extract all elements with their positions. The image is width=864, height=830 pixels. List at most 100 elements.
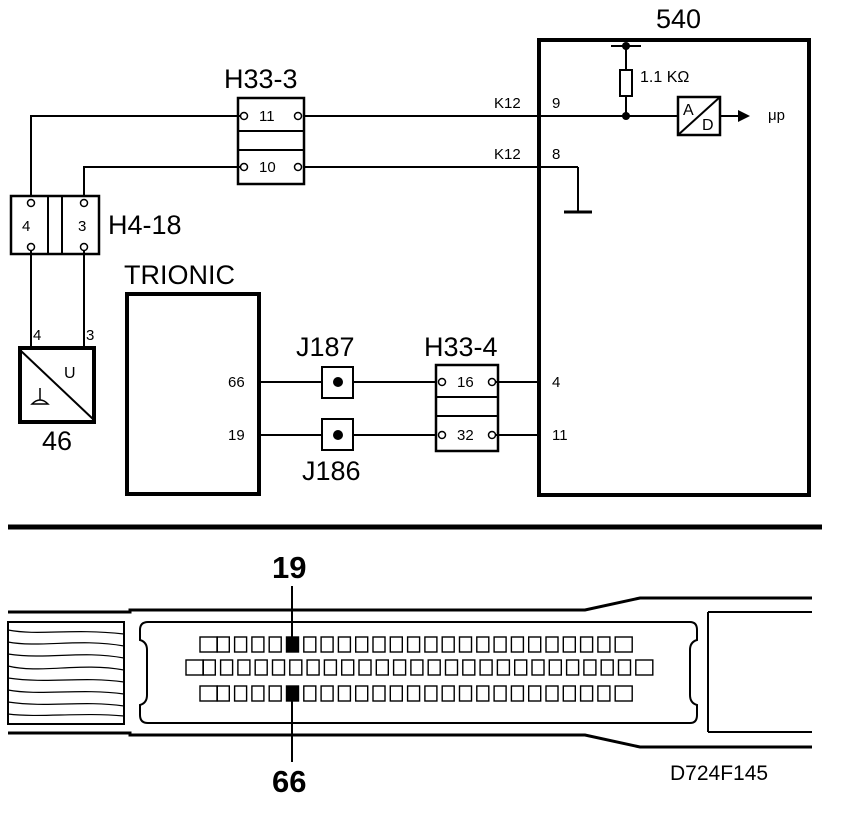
connector-pin <box>614 636 633 653</box>
connector-pin <box>441 636 455 653</box>
trionic-pin-66: 66 <box>228 374 245 391</box>
connector-pin <box>372 636 386 653</box>
connector-pin <box>355 685 369 702</box>
connector-pin <box>458 685 473 702</box>
connector-pin <box>579 636 594 653</box>
connector-pin <box>562 685 576 702</box>
connector-pin <box>493 636 507 653</box>
connector-pin <box>545 636 559 653</box>
connector-pin <box>303 636 317 653</box>
connector-pin <box>565 659 580 676</box>
wire-bundle <box>7 621 125 725</box>
ecu-pin-4-label: 4 <box>552 374 560 391</box>
sensor-46-box <box>18 346 96 424</box>
h33-4-pin-32: 32 <box>457 427 474 444</box>
j186-label: J186 <box>302 456 361 486</box>
ecu-pin-8-label: 8 <box>552 146 560 163</box>
connector-pin <box>375 659 389 676</box>
splice-j187 <box>321 366 354 399</box>
connector-pin <box>358 659 372 676</box>
connector-pin <box>597 636 611 653</box>
connector-pin <box>306 659 320 676</box>
connector-pin <box>271 659 286 676</box>
connector-pin <box>216 636 231 653</box>
h4-18-label: H4-18 <box>108 210 182 240</box>
resistor-value-label: 1.1 KΩ <box>640 69 689 86</box>
pullup-resistor <box>611 42 641 120</box>
connector-pin <box>199 636 218 653</box>
h33-4-pin-16: 16 <box>457 374 474 391</box>
h4-18-pin-4: 4 <box>22 218 30 235</box>
connector-pin <box>410 659 424 676</box>
connector-pin <box>233 636 248 653</box>
connector-pin <box>531 659 545 676</box>
connector-pin <box>476 685 490 702</box>
pin-grid <box>185 636 654 702</box>
connector-pin <box>389 685 403 702</box>
h4-18-connector <box>9 194 101 256</box>
figure-code: D724F145 <box>670 762 768 785</box>
connector-pin <box>635 659 654 676</box>
microprocessor-label: μp <box>768 107 785 124</box>
trionic-pin-19: 19 <box>228 427 245 444</box>
sensor-46-pin-3: 3 <box>86 327 94 344</box>
sensor-46-u-label: U <box>64 365 76 382</box>
h33-4-connector <box>434 363 500 453</box>
connector-pin <box>199 685 218 702</box>
connector-pin <box>427 659 441 676</box>
connector-pin <box>251 636 265 653</box>
highlighted-pin <box>285 685 300 702</box>
connector-pin <box>562 636 576 653</box>
h33-3-pin-10: 10 <box>259 159 276 176</box>
connector-pin <box>320 636 334 653</box>
trionic-label: TRIONIC <box>124 260 235 290</box>
connector-pin <box>337 636 352 653</box>
connector-pin <box>424 636 438 653</box>
connector-pin <box>545 685 559 702</box>
wire-k12-bottom-label: K12 <box>494 146 521 163</box>
connector-pin <box>579 685 594 702</box>
connector-pin <box>493 685 507 702</box>
trionic-box <box>125 292 261 496</box>
connector-pin <box>254 659 268 676</box>
connector-pin <box>441 685 455 702</box>
h33-3-pin-11: 11 <box>259 108 275 125</box>
connector-pin <box>233 685 248 702</box>
connector-pin <box>355 636 369 653</box>
h33-3-connector <box>236 96 306 186</box>
connector-pin <box>510 685 525 702</box>
connector-pin <box>289 659 303 676</box>
connector-pin <box>583 659 597 676</box>
connector-pin <box>597 685 611 702</box>
connector-pin <box>476 636 490 653</box>
connector-pin <box>444 659 459 676</box>
connector-pin <box>617 659 632 676</box>
connector-pin <box>185 659 204 676</box>
connector-pin <box>237 659 251 676</box>
connector-pin <box>406 636 421 653</box>
connector-pin <box>528 636 542 653</box>
connector-pin <box>528 685 542 702</box>
connector-pin <box>600 659 614 676</box>
ecu-connector-view <box>7 596 812 749</box>
temperature-sensor-icon <box>30 388 50 405</box>
connector-pin <box>202 659 217 676</box>
connector-pin <box>424 685 438 702</box>
connector-pin <box>392 659 407 676</box>
ecu-pin-11-label: 11 <box>552 427 568 444</box>
ad-d-label: D <box>702 117 714 134</box>
connector-pin <box>389 636 403 653</box>
h33-4-label: H33-4 <box>424 332 498 362</box>
connector-pin <box>496 659 511 676</box>
ad-converter-icon <box>676 95 722 137</box>
connector-pin <box>479 659 493 676</box>
connector-pin <box>372 685 386 702</box>
ad-a-label: A <box>683 102 694 119</box>
connector-pin <box>268 636 282 653</box>
sensor-46-label: 46 <box>42 426 72 456</box>
connector-pin <box>216 685 231 702</box>
splice-j186 <box>321 418 354 451</box>
h4-18-pin-3: 3 <box>78 218 86 235</box>
h33-3-label: H33-3 <box>224 64 298 94</box>
